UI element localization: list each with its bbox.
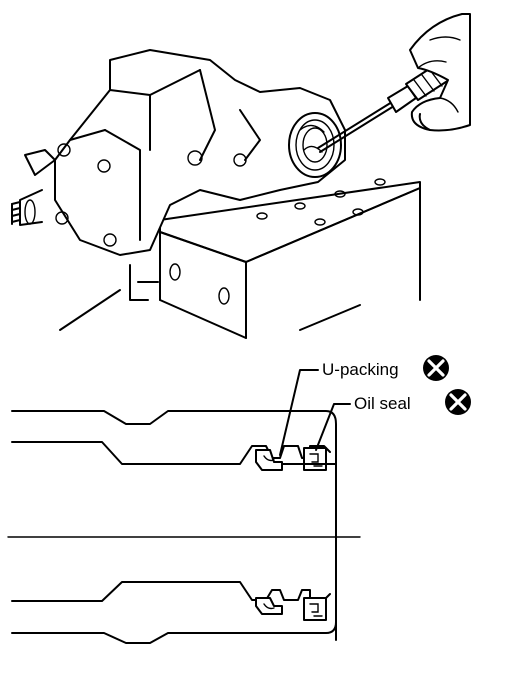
- oil-seal-label: Oil seal: [354, 394, 411, 413]
- u-packing-lower: [255, 597, 283, 615]
- u-packing-leader: [279, 369, 319, 456]
- oil-seal-lower: [303, 597, 327, 621]
- u-packing-label: U-packing: [322, 360, 399, 379]
- bench-fixture: [59, 178, 421, 339]
- circled-x-icon: [423, 355, 449, 381]
- gear-housing-body: [11, 49, 346, 256]
- oil-seal-leader: [315, 403, 351, 451]
- oil-seal-upper: [303, 447, 327, 471]
- gear-housing-illustration: [11, 13, 471, 339]
- u-packing-upper: [255, 449, 283, 471]
- hand: [409, 13, 471, 132]
- seal-bore: [288, 112, 342, 178]
- circled-x-icon: [445, 389, 471, 415]
- cross-section-diagram: U-packing Oil seal: [7, 355, 471, 644]
- lower-bore-wall: [11, 621, 337, 644]
